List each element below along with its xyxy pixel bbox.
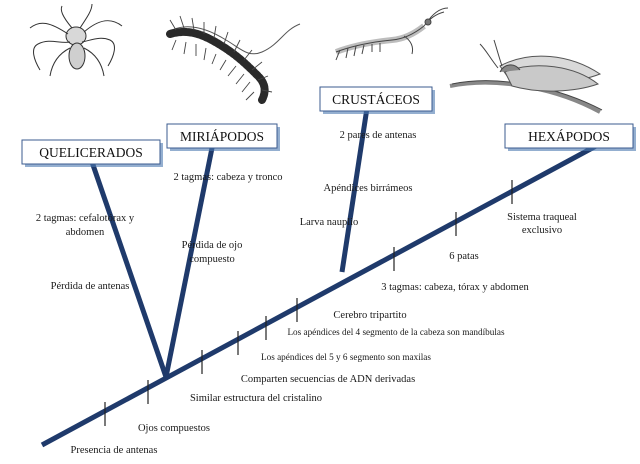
label-cerebro-tripartito: Cerebro tripartito bbox=[333, 310, 406, 321]
box-miriapodos: MIRIÁPODOS bbox=[166, 123, 280, 151]
box-crustaceos: CRUSTÁCEOS bbox=[319, 86, 435, 114]
miriapodos-title: MIRIÁPODOS bbox=[180, 129, 264, 144]
box-quelicerados: QUELICERADOS bbox=[21, 139, 163, 167]
label-compuesto: compuesto bbox=[189, 254, 235, 265]
main-trunk bbox=[40, 143, 598, 448]
centipede-illustration bbox=[166, 15, 301, 104]
branch-crustaceos bbox=[339, 107, 370, 273]
insect-illustration bbox=[449, 39, 603, 114]
hexapodos-labels: Sistema traqueal exclusivo 6 patas 3 tag… bbox=[381, 212, 577, 293]
label-sistema-traqueal: Sistema traqueal bbox=[507, 212, 577, 223]
label-cabeza-tronco: 2 tagmas: cabeza y tronco bbox=[173, 172, 282, 183]
label-cristalino: Similar estructura del cristalino bbox=[190, 393, 322, 404]
label-ojos-compuestos: Ojos compuestos bbox=[138, 423, 210, 434]
quelicerados-title: QUELICERADOS bbox=[39, 145, 143, 160]
label-6-patas: 6 patas bbox=[449, 251, 478, 262]
label-3-tagmas: 3 tagmas: cabeza, tórax y abdomen bbox=[381, 282, 529, 293]
label-pares-antenas: 2 pares de antenas bbox=[340, 130, 417, 141]
mantis-shrimp-illustration bbox=[334, 7, 449, 61]
trunk-tick-marks bbox=[104, 180, 513, 426]
branch-quelicerados bbox=[89, 161, 169, 378]
label-perdida-antenas: Pérdida de antenas bbox=[51, 281, 130, 292]
label-mandibulas: Los apéndices del 4 segmento de la cabez… bbox=[287, 327, 505, 337]
label-exclusivo: exclusivo bbox=[522, 225, 562, 236]
label-nauplio: Larva nauplio bbox=[300, 217, 359, 228]
label-presencia-antenas: Presencia de antenas bbox=[71, 445, 158, 456]
crustaceos-title: CRUSTÁCEOS bbox=[332, 92, 420, 107]
branch-miriapodos bbox=[163, 147, 215, 378]
box-hexapodos: HEXÁPODOS bbox=[504, 123, 636, 151]
label-birrameos: Apéndices birrámeos bbox=[324, 183, 413, 194]
label-cefalotorax: 2 tagmas: cefalotórax y bbox=[36, 213, 135, 224]
label-perdida-ojo: Pérdida de ojo bbox=[182, 240, 243, 251]
label-adn: Comparten secuencias de ADN derivadas bbox=[241, 374, 415, 385]
whip-spider-illustration bbox=[29, 3, 123, 77]
hexapodos-title: HEXÁPODOS bbox=[528, 129, 610, 144]
label-abdomen: abdomen bbox=[66, 227, 105, 238]
miriapodos-labels: 2 tagmas: cabeza y tronco Pérdida de ojo… bbox=[173, 172, 282, 265]
trunk-labels: Presencia de antenas Ojos compuestos Sim… bbox=[71, 310, 505, 456]
crustaceos-labels: 2 pares de antenas Apéndices birrámeos L… bbox=[300, 130, 417, 228]
quelicerados-labels: 2 tagmas: cefalotórax y abdomen Pérdida … bbox=[36, 213, 135, 292]
label-maxilas: Los apéndices del 5 y 6 segmento son max… bbox=[261, 352, 431, 362]
cladogram-branches bbox=[40, 107, 598, 448]
